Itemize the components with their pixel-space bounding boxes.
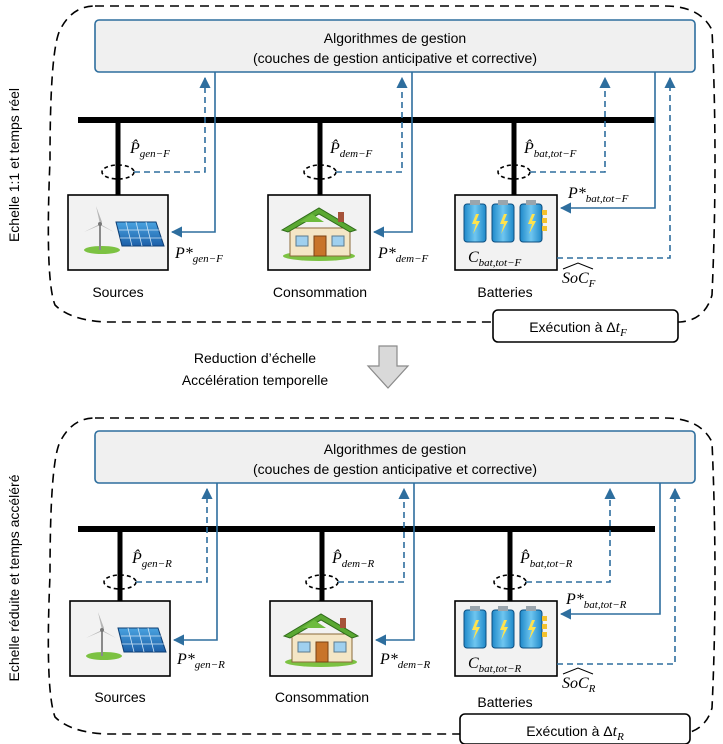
setpoint-line-gen-bottom [172,483,218,646]
label-p-hat-gen-bottom: P̂gen−R [131,548,172,570]
top-block: Echelle 1:1 et temps réel Algorithmes de… [6,5,716,343]
label-p-star-gen-bottom: P*gen−R [176,651,225,671]
top-frame [47,5,716,323]
middle-line-1: Reduction d’échelle [194,350,316,366]
exec-box-top [492,309,679,343]
label-c-bat-top: Cbat,tot−F [468,249,522,269]
label-p-star-bat-bottom: P*bat,tot−R [565,591,627,611]
exec-label-bottom: Exécution à ΔtR [526,723,624,743]
label-p-hat-bat-top: P̂bat,tot−F [523,138,577,160]
setpoint-line-gen-top [170,72,216,238]
measure-line-gen-bottom [136,487,213,583]
label-p-star-dem-top: P*dem−F [377,245,429,265]
algo-subtitle-bottom: (couches de gestion anticipative et corr… [253,461,537,477]
sources-label-top: Sources [92,284,143,300]
measure-line-dem-top [336,76,408,173]
side-label-bottom: Echelle réduite et temps accéléré [6,474,22,681]
measure-line-soc-top [557,76,676,259]
label-soc-top: SoCF [562,270,596,290]
soc-hat-top [562,262,594,270]
setpoint-line-dem-top [372,72,413,238]
setpoint-line-dem-bottom [374,483,415,646]
middle-line-2: Accélération temporelle [182,372,329,388]
label-p-hat-dem-top: P̂dem−F [329,138,373,160]
label-p-hat-gen-top: P̂gen−F [129,138,170,160]
label-soc-bottom: SoCR [562,675,596,695]
batteries-label-top: Batteries [477,284,532,300]
algo-title-bottom: Algorithmes de gestion [324,441,466,457]
algo-box-top [94,19,696,73]
sources-label-bottom: Sources [94,689,145,705]
measure-line-soc-bottom [557,487,681,665]
measure-line-gen-top [134,76,211,173]
label-p-star-bat-top: P*bat,tot−F [567,185,629,205]
measure-line-bat-bottom [526,487,616,583]
measure-line-bat-top [530,76,611,173]
exec-box-bottom [459,713,691,744]
setpoint-line-bat-bottom [559,483,661,620]
exec-label-top: Exécution à ΔtF [529,319,627,339]
battery-icon [463,199,548,243]
down-arrow-icon [366,345,410,389]
batteries-label-bottom: Batteries [477,694,532,710]
label-p-star-dem-bottom: P*dem−R [379,651,431,671]
label-p-hat-dem-bottom: P̂dem−R [331,548,375,570]
label-p-star-gen-top: P*gen−F [174,245,223,265]
battery-icon [463,605,548,649]
algo-box-bottom [94,430,696,484]
consumption-label-bottom: Consommation [275,689,369,705]
soc-hat-bottom [562,667,594,675]
algo-title-top: Algorithmes de gestion [324,30,466,46]
label-p-hat-bat-bottom: P̂bat,tot−R [519,548,573,570]
bottom-frame [47,417,716,735]
label-c-bat-bottom: Cbat,tot−R [468,655,522,675]
side-label-top: Echelle 1:1 et temps réel [6,88,22,242]
setpoint-line-bat-top [559,72,656,214]
algo-subtitle-top: (couches de gestion anticipative et corr… [253,50,537,66]
consumption-label-top: Consommation [273,284,367,300]
measure-line-dem-bottom [338,487,410,583]
bottom-block: Echelle réduite et temps accéléré Algori… [6,417,716,744]
